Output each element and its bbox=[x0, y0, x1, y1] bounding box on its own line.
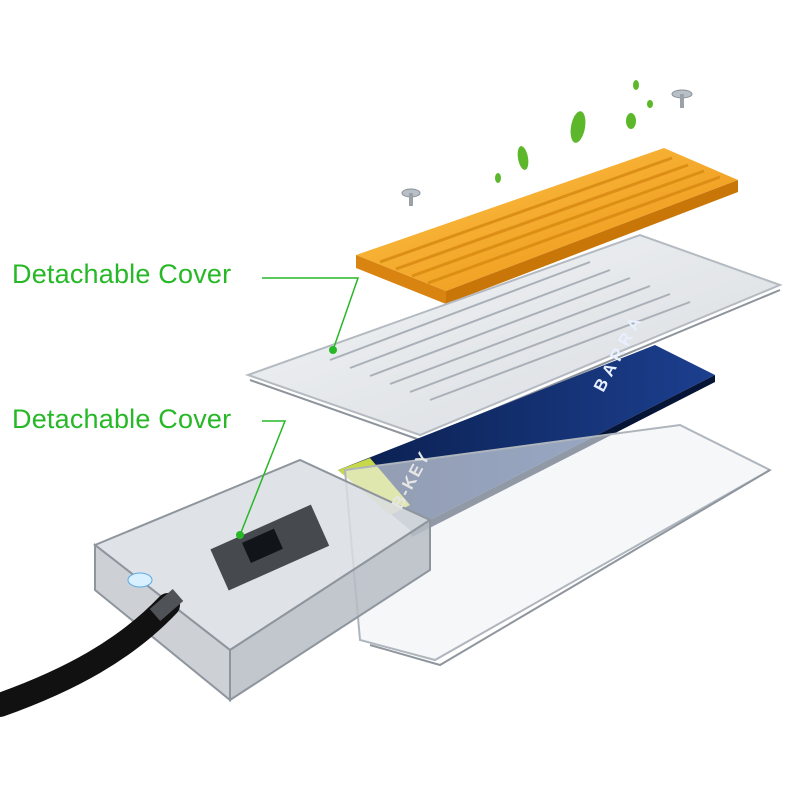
leaf-icon bbox=[570, 111, 586, 143]
callout-line-top bbox=[262, 277, 360, 354]
leaf-icon bbox=[517, 146, 529, 170]
leaf-icon bbox=[633, 80, 639, 90]
callout-label-top-cover: Detachable Cover bbox=[12, 259, 232, 289]
leaf-icon bbox=[647, 100, 653, 108]
leaf-icon bbox=[626, 113, 636, 129]
leaves-decoration bbox=[495, 80, 668, 183]
usb-cable bbox=[0, 593, 180, 717]
top-cover bbox=[244, 233, 783, 442]
leaf-icon bbox=[495, 173, 501, 183]
controller-box bbox=[93, 458, 433, 703]
screw-left-icon bbox=[401, 188, 421, 206]
callout-label-bottom-cover: Detachable Cover bbox=[12, 404, 232, 434]
heatsink bbox=[356, 148, 738, 304]
callout-line-bottom bbox=[236, 420, 287, 539]
screw-right-icon bbox=[671, 89, 693, 108]
